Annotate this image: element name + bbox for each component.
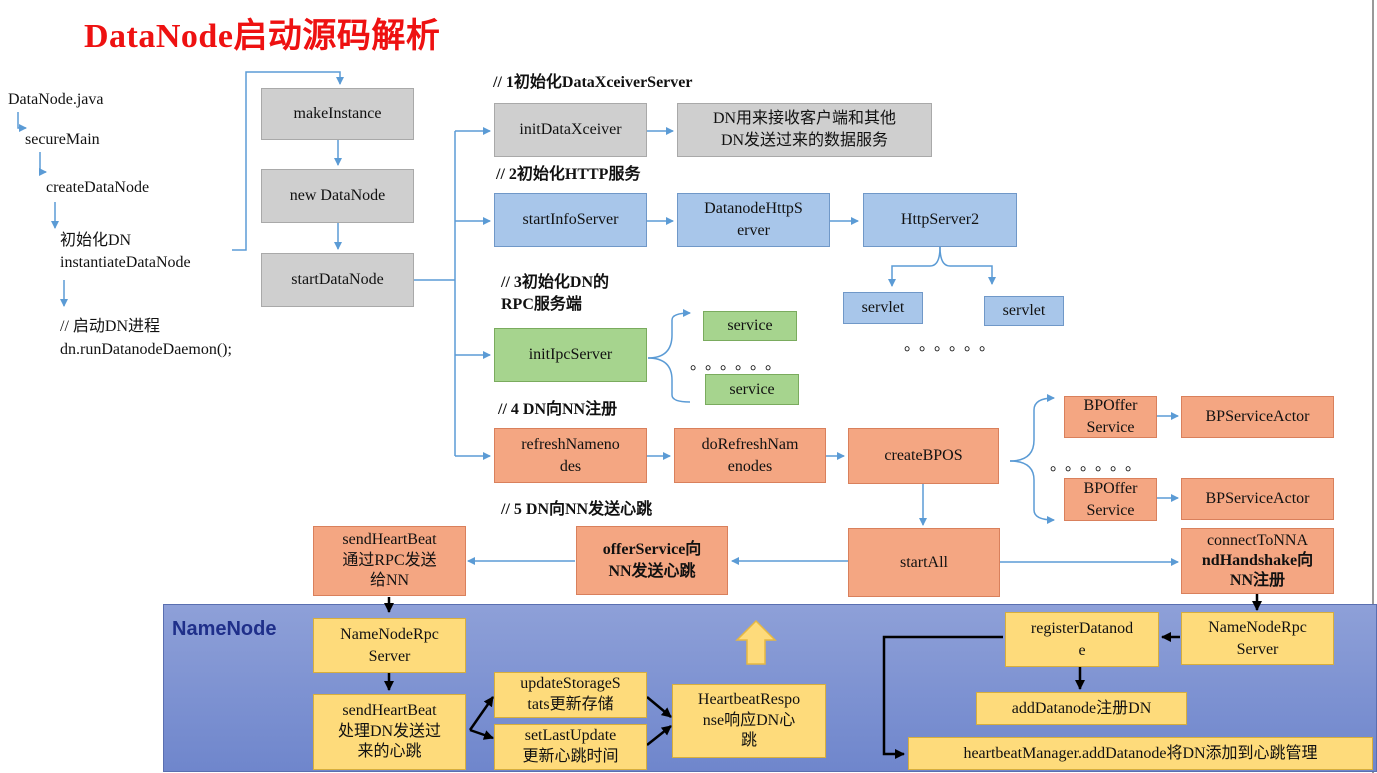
create-bpos-box: createBPOS: [848, 428, 999, 484]
make-instance-box: makeInstance: [261, 88, 414, 140]
servlet-box-left: servlet: [843, 292, 923, 324]
page-title: DataNode启动源码解析: [84, 18, 441, 55]
start-datanode-box: startDataNode: [261, 253, 414, 307]
create-datanode-label: createDataNode: [46, 179, 150, 196]
start-dn-comment: // 启动DN进程: [60, 318, 161, 335]
heading-init-rpc-2: RPC服务端: [501, 296, 582, 313]
init-data-xceiver-box: initDataXceiver: [494, 103, 647, 157]
heading-heartbeat: // 5 DN向NN发送心跳: [501, 501, 653, 518]
service-ellipsis: 。。。。。。: [690, 356, 789, 373]
heading-init-rpc-1: // 3初始化DN的: [501, 274, 610, 291]
heading-init-xceiver: // 1初始化DataXceiverServer: [493, 74, 693, 91]
namenode-label: NameNode: [172, 618, 277, 640]
init-ipc-server-box: initIpcServer: [494, 328, 647, 382]
bpservice-actor-box-bottom: BPServiceActor: [1181, 478, 1334, 520]
up-arrow-icon: [735, 619, 777, 665]
servlet-box-right: servlet: [984, 296, 1064, 326]
add-datanode-box: addDatanode注册DN: [976, 692, 1187, 725]
heading-register: // 4 DN向NN注册: [498, 401, 618, 418]
init-dn-label: 初始化DN: [60, 232, 132, 249]
heading-init-http: // 2初始化HTTP服务: [496, 166, 641, 183]
start-info-server-box: startInfoServer: [494, 193, 647, 247]
start-all-box: startAll: [848, 528, 1000, 597]
instantiate-datanode-label: instantiateDataNode: [60, 254, 191, 271]
service-box-bottom: service: [705, 374, 799, 405]
datanode-java-label: DataNode.java: [8, 91, 104, 108]
run-daemon-label: dn.runDatanodeDaemon();: [60, 341, 232, 358]
secure-main-label: secureMain: [25, 131, 100, 148]
new-datanode-box: new DataNode: [261, 169, 414, 223]
servlet-ellipsis: 。。。。。。: [904, 337, 1003, 354]
heartbeat-manager-box: heartbeatManager.addDatanode将DN添加到心跳管理: [908, 737, 1373, 770]
page-border-line: [1372, 0, 1374, 773]
bpservice-actor-box-top: BPServiceActor: [1181, 396, 1334, 438]
service-box-top: service: [703, 311, 797, 341]
bpos-ellipsis: 。。。。。。: [1050, 457, 1149, 474]
http-server2-box: HttpServer2: [863, 193, 1017, 247]
